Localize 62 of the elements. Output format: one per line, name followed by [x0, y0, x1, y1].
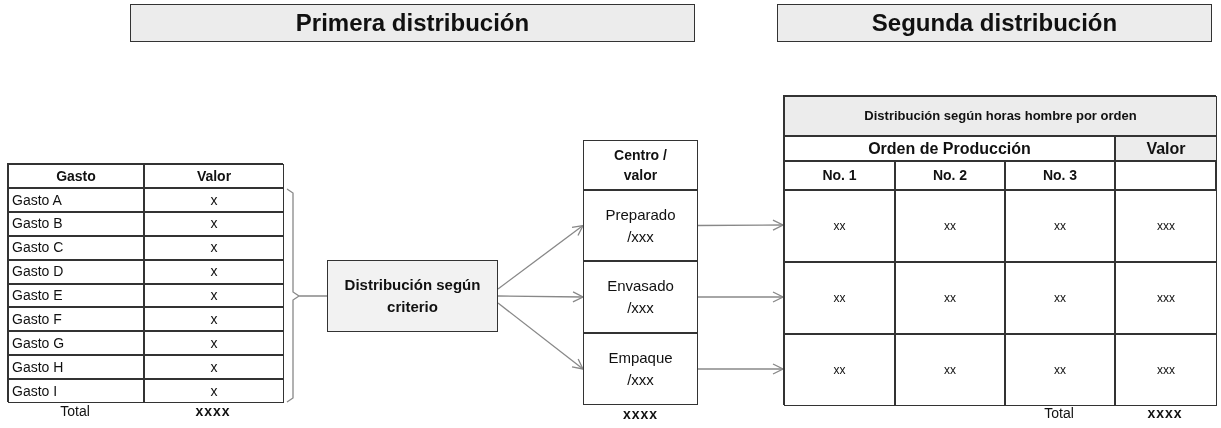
header-cell: Gasto [8, 164, 144, 188]
arrow [697, 219, 784, 231]
process-box: Distribución según criterio [327, 260, 498, 332]
table-cell: xx [1005, 262, 1115, 334]
table-cell: Gasto E [8, 283, 144, 308]
header-cell: Orden de Producción [784, 136, 1115, 161]
table-cell: x [144, 307, 284, 332]
table-cell: Gasto A [8, 188, 144, 212]
table-cell: xx [895, 190, 1005, 262]
arrow [497, 291, 584, 303]
total-value: xxxx [1146, 405, 1184, 421]
table-row [784, 262, 1217, 334]
header-cell: Centro / valor [583, 140, 698, 190]
table-cell: x [144, 331, 284, 356]
table-cell: xx [895, 262, 1005, 334]
table-cell: Gasto H [8, 355, 144, 380]
table-row [784, 190, 1217, 262]
table-cell: xx [784, 190, 895, 262]
table-cell: x [144, 283, 284, 308]
title-banner: Primera distribución [130, 4, 695, 42]
header-cell: No. 3 [1005, 161, 1115, 190]
header-cell: Valor [144, 164, 284, 188]
table-cell: x [144, 188, 284, 212]
table-cell: xx [784, 262, 895, 334]
table-cell: xx [1005, 334, 1115, 406]
table-cell: xxx [1115, 190, 1217, 262]
table [783, 95, 1216, 405]
table-cell: Preparado /xxx [583, 190, 698, 261]
total-label: Total [1043, 405, 1075, 421]
total-value: xxxx [621, 406, 660, 422]
table-cell: x [144, 235, 284, 260]
table-cell: Gasto C [8, 235, 144, 260]
table-cell: xx [784, 334, 895, 406]
table-cell: x [144, 355, 284, 380]
table-cell: xx [1005, 190, 1115, 262]
table [7, 163, 283, 402]
table-cell: Gasto G [8, 331, 144, 356]
header-cell: Distribución según horas hombre por orden [784, 96, 1217, 136]
table-cell: Envasado /xxx [583, 261, 698, 333]
brace-connector [286, 188, 328, 403]
table-cell: x [144, 259, 284, 284]
table-cell: Gasto F [8, 307, 144, 332]
table-row [784, 334, 1217, 406]
table-cell: Gasto D [8, 259, 144, 284]
table-cell: Empaque /xxx [583, 333, 698, 405]
total-value: xxxx [194, 403, 232, 419]
arrow [497, 302, 584, 370]
table-cell: x [144, 211, 284, 236]
header-cell: No. 1 [784, 161, 895, 190]
header-cell: No. 2 [895, 161, 1005, 190]
arrow [697, 291, 784, 303]
table-cell: xx [895, 334, 1005, 406]
table-cell: Gasto I [8, 379, 144, 403]
table-cell: xxx [1115, 262, 1217, 334]
arrow [697, 363, 784, 375]
title-banner: Segunda distribución [777, 4, 1212, 42]
arrow [497, 224, 584, 290]
table-cell: Gasto B [8, 211, 144, 236]
header-cell: Valor [1115, 136, 1217, 161]
total-label: Total [59, 403, 91, 419]
table-cell: x [144, 379, 284, 403]
table-cell: xxx [1115, 334, 1217, 406]
